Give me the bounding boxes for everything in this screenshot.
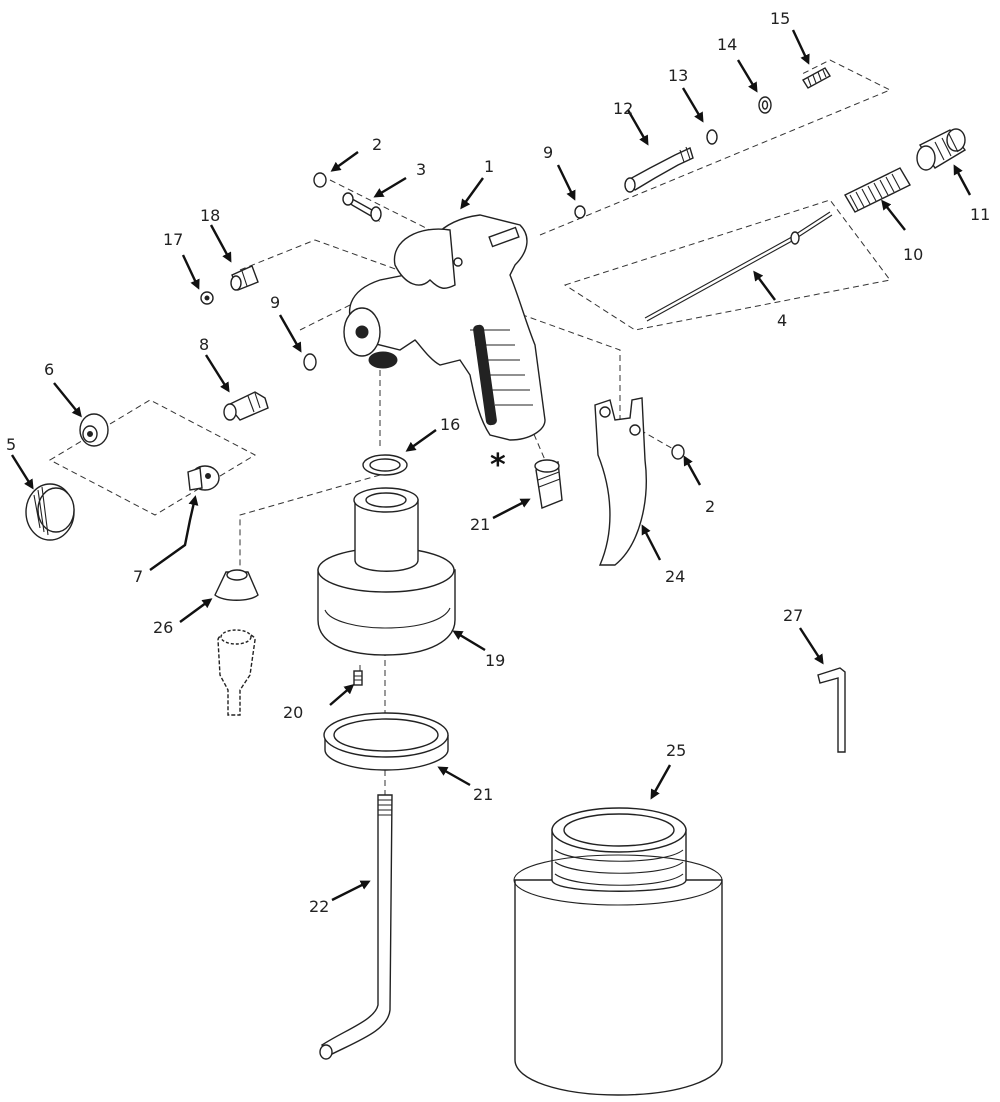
label-19: 19 bbox=[485, 651, 505, 670]
o-ring-top bbox=[313, 172, 327, 188]
label-15: 15 bbox=[770, 9, 790, 28]
gasket bbox=[362, 454, 408, 476]
paint-cup bbox=[513, 807, 723, 1096]
retaining-ring bbox=[25, 483, 75, 541]
label-5: 5 bbox=[6, 435, 16, 454]
valve-stem bbox=[624, 146, 694, 193]
label-16: 16 bbox=[440, 415, 460, 434]
label-11: 11 bbox=[970, 205, 990, 224]
hex-key bbox=[817, 667, 846, 753]
label-13: 13 bbox=[668, 66, 688, 85]
label-21-top: 21 bbox=[470, 515, 490, 534]
label-17: 17 bbox=[163, 230, 183, 249]
washer-lower bbox=[303, 353, 317, 371]
label-21-bottom: 21 bbox=[473, 785, 493, 804]
nozzle-body bbox=[217, 629, 256, 716]
label-22: 22 bbox=[309, 897, 329, 916]
label-18: 18 bbox=[200, 206, 220, 225]
o-ring-bottom bbox=[671, 444, 685, 460]
washer-13 bbox=[706, 129, 718, 145]
spring-small bbox=[802, 67, 831, 89]
cup-lid bbox=[317, 487, 456, 656]
label-12: 12 bbox=[613, 99, 633, 118]
gun-body bbox=[343, 214, 546, 441]
label-6: 6 bbox=[44, 360, 54, 379]
air-cap bbox=[79, 413, 109, 447]
label-10: 10 bbox=[903, 245, 923, 264]
pin bbox=[342, 192, 382, 222]
asterisk-note: * bbox=[490, 448, 506, 483]
label-2-top: 2 bbox=[372, 135, 382, 154]
label-25: 25 bbox=[666, 741, 686, 760]
label-8: 8 bbox=[199, 335, 209, 354]
lid-gasket bbox=[323, 712, 449, 771]
label-3: 3 bbox=[416, 160, 426, 179]
nozzle-fitting bbox=[223, 391, 269, 421]
trigger bbox=[594, 397, 647, 566]
washer-upper bbox=[574, 205, 586, 219]
label-2-bottom: 2 bbox=[705, 497, 715, 516]
adjustment-knob bbox=[916, 128, 967, 171]
label-26: 26 bbox=[153, 618, 173, 637]
assembly-guide-lines bbox=[48, 59, 892, 800]
label-20: 20 bbox=[283, 703, 303, 722]
nipple-fitting bbox=[534, 459, 563, 509]
leader-arrows bbox=[10, 29, 972, 902]
check-valve bbox=[353, 670, 363, 686]
washer-14-hole bbox=[761, 100, 769, 110]
label-27: 27 bbox=[783, 606, 803, 625]
label-14: 14 bbox=[717, 35, 737, 54]
label-9-top: 9 bbox=[543, 143, 553, 162]
spring-large bbox=[844, 167, 911, 213]
siphon-tube bbox=[319, 794, 393, 1060]
needle bbox=[644, 211, 833, 322]
nozzle-cone bbox=[214, 569, 259, 601]
nut-17-hole bbox=[204, 295, 210, 301]
part-number-labels: 1 2 3 4 5 6 7 8 9 9 10 11 12 13 14 15 16… bbox=[6, 9, 990, 916]
label-7: 7 bbox=[133, 567, 143, 586]
spreader bbox=[187, 465, 220, 491]
label-4: 4 bbox=[777, 311, 787, 330]
label-9-bottom: 9 bbox=[270, 293, 280, 312]
label-24: 24 bbox=[665, 567, 685, 586]
fitting-18 bbox=[230, 265, 259, 291]
label-1: 1 bbox=[484, 157, 494, 176]
